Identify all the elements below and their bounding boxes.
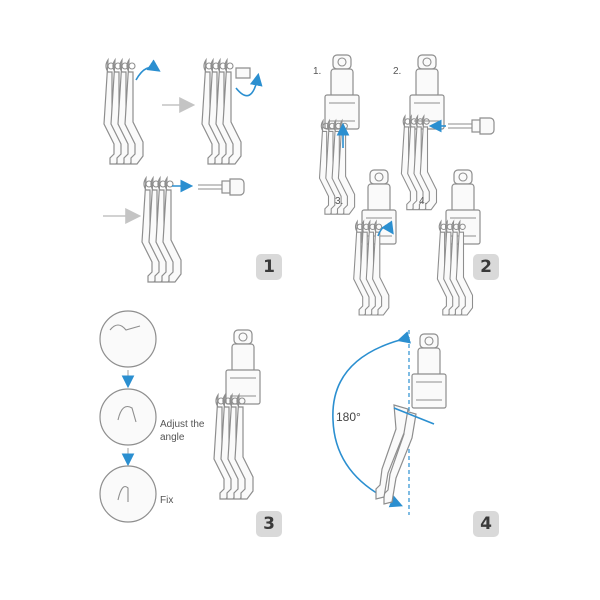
step2-drawings: [318, 54, 495, 316]
substep-label-3: 3.: [335, 196, 344, 207]
note-fix: Fix: [160, 495, 174, 506]
note-adjust-angle: Adjust the angle: [160, 419, 205, 443]
step-badge-1: 1: [256, 254, 282, 280]
substep-label-4: 4.: [419, 196, 428, 207]
step-badge-4: 4: [473, 511, 499, 537]
substep-label-2: 2.: [393, 66, 402, 77]
step-badge-2: 2: [473, 254, 499, 280]
angle-label: 180°: [336, 410, 361, 424]
step1-drawings: [103, 59, 263, 283]
step-badge-3: 3: [256, 511, 282, 537]
step3-drawings: [99, 310, 261, 523]
step4-drawings: [332, 330, 447, 515]
substep-label-1: 1.: [313, 66, 322, 77]
